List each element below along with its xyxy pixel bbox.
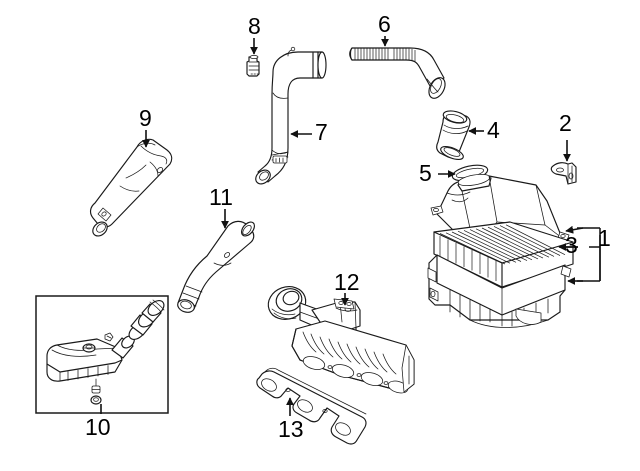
part-8-sensor-valve bbox=[246, 55, 260, 77]
callout-number-9: 9 bbox=[139, 105, 152, 131]
callout-number-3: 3 bbox=[565, 232, 578, 258]
callout-number-12: 12 bbox=[334, 269, 360, 295]
part-11-air-cleaner-inlet-hose bbox=[177, 220, 255, 313]
part-7-air-intake-tube bbox=[255, 46, 327, 185]
callout-number-7: 7 bbox=[315, 119, 328, 145]
callout-number-10: 10 bbox=[85, 414, 111, 440]
manifold-ports bbox=[302, 356, 409, 394]
part-4-duct-elbow bbox=[436, 110, 471, 161]
callout-number-4: 4 bbox=[487, 117, 500, 143]
callout-number-13: 13 bbox=[278, 416, 304, 442]
callout-number-8: 8 bbox=[248, 13, 261, 39]
callout-number-2: 2 bbox=[559, 110, 572, 136]
part-13-manifold-gasket bbox=[256, 367, 367, 445]
callout-number-1: 1 bbox=[598, 225, 611, 251]
part-2-mounting-bracket bbox=[550, 162, 577, 185]
part-12-intake-manifold bbox=[267, 286, 415, 394]
part-1b-housing-body bbox=[427, 254, 572, 328]
part-6-corrugated-hose bbox=[349, 47, 446, 99]
inset-border bbox=[35, 295, 169, 414]
callout-number-6: 6 bbox=[378, 11, 391, 37]
callout-number-5: 5 bbox=[419, 160, 432, 186]
callout-number-11: 11 bbox=[209, 184, 233, 210]
leader-1-top bbox=[565, 225, 584, 234]
part-9-air-inlet-duct bbox=[89, 138, 173, 237]
part-1-air-cleaner-assembly bbox=[427, 173, 574, 328]
part-10-resonator-inset bbox=[35, 295, 169, 414]
